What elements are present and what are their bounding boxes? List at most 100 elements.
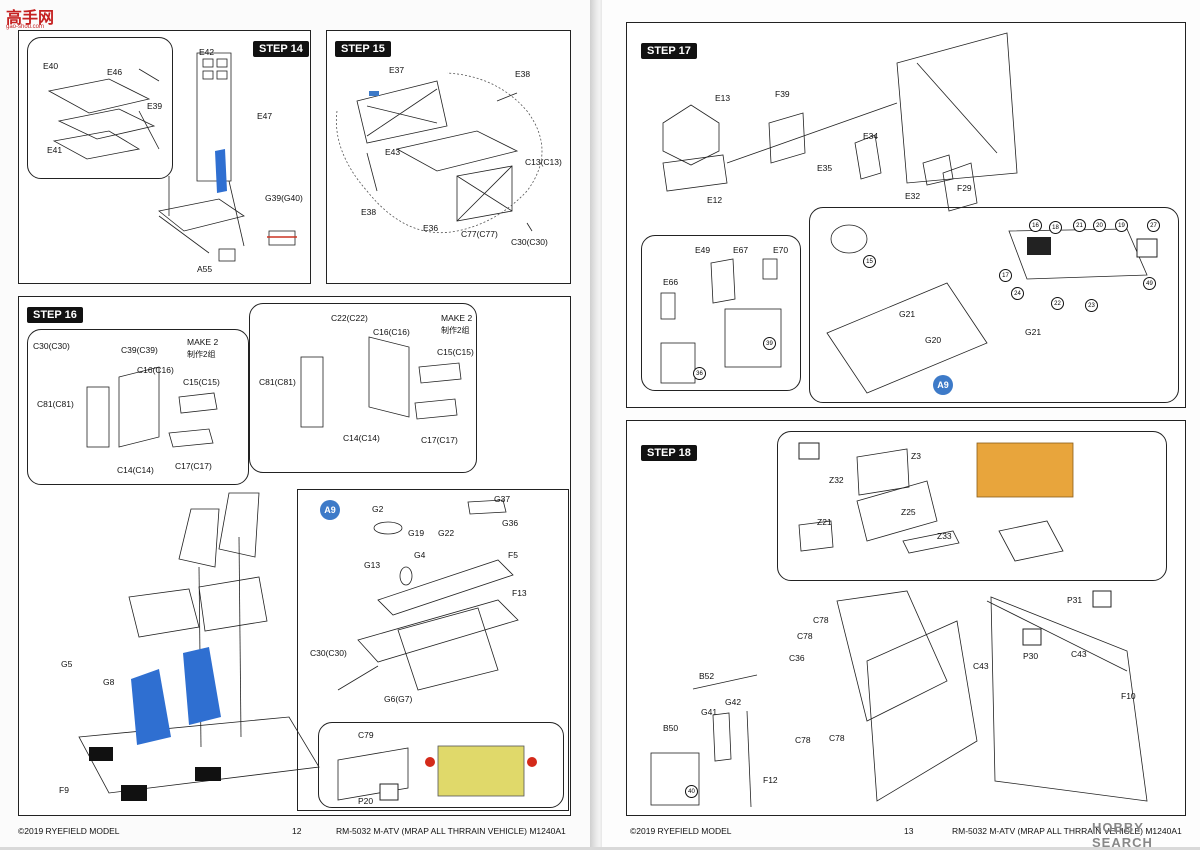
part-label: C39(C39) <box>121 345 158 355</box>
part-label: C14(C14) <box>117 465 154 475</box>
decal-number: 39 <box>763 337 776 350</box>
part-label: E32 <box>905 191 921 201</box>
decal-number: 49 <box>1143 277 1156 290</box>
part-label: Z32 <box>829 475 844 485</box>
part-label: C16(C16) <box>373 327 410 337</box>
part-label: C81(C81) <box>37 399 74 409</box>
part-label: C79 <box>358 730 374 740</box>
decal-number: 22 <box>1051 297 1064 310</box>
part-label: C30(C30) <box>310 648 347 658</box>
make-label-cn: 制作2组 <box>441 326 470 335</box>
step18-panel: STEP 18 Z3 Z32 <box>626 420 1186 816</box>
right-page: STEP 17 <box>602 0 1200 850</box>
decal-number: 20 <box>1093 219 1106 232</box>
part-label: E66 <box>663 277 679 287</box>
part-label: G8 <box>103 677 115 687</box>
step16-callout-left <box>27 329 249 485</box>
step18-drawing <box>650 442 1148 808</box>
part-label: G4 <box>414 550 426 560</box>
step18-callout <box>777 431 1167 581</box>
decal-number: 27 <box>1147 219 1160 232</box>
part-label: C78 <box>813 615 829 625</box>
decal-number: 23 <box>1085 299 1098 312</box>
part-label: E13 <box>715 93 731 103</box>
part-label: C78 <box>795 735 811 745</box>
a9-drawing <box>337 499 537 801</box>
part-label: G19 <box>408 528 425 538</box>
part-label: C30(C30) <box>33 341 70 351</box>
part-label: C78 <box>829 733 845 743</box>
part-label: G5 <box>61 659 73 669</box>
part-label: C15(C15) <box>183 377 220 387</box>
part-label: E38 <box>361 207 377 217</box>
part-label: A55 <box>197 264 213 274</box>
a9-marker: A9 <box>933 375 953 395</box>
part-label: E70 <box>773 245 789 255</box>
decal-number: 15 <box>863 255 876 268</box>
part-label: C14(C14) <box>343 433 380 443</box>
step17-callout-dash <box>809 207 1179 403</box>
part-label: E40 <box>43 61 59 71</box>
part-label: Z21 <box>817 517 832 527</box>
make-label: MAKE 2 <box>441 313 473 323</box>
footer-copyright: ©2019 RYEFIELD MODEL <box>630 826 732 836</box>
part-label: G39(G40) <box>265 193 303 203</box>
watermark-url: gao-shou.com <box>6 24 45 30</box>
part-label: B50 <box>663 723 679 733</box>
part-label: E38 <box>515 69 531 79</box>
part-label: E39 <box>147 101 163 111</box>
part-label: C16(C16) <box>137 365 174 375</box>
part-label: C77(C77) <box>461 229 498 239</box>
step17-drawing <box>660 32 1158 394</box>
step14-panel: STEP 14 E40 E46 E39 <box>18 30 311 284</box>
part-label: E46 <box>107 67 123 77</box>
part-label: E37 <box>389 65 405 75</box>
part-label: C13(C13) <box>525 157 562 167</box>
footer-title: RM-5032 M-ATV (MRAP ALL THRRAIN VEHICLE)… <box>336 826 566 836</box>
part-label: G2 <box>372 504 384 514</box>
part-label: G22 <box>438 528 455 538</box>
part-label: C43 <box>973 661 989 671</box>
step16-panel: STEP 16 A9 <box>18 296 571 816</box>
part-label: F39 <box>775 89 790 99</box>
part-label: C15(C15) <box>437 347 474 357</box>
part-label: E67 <box>733 245 749 255</box>
watermark-logo: 高手网 <box>6 10 55 27</box>
decal-number: 18 <box>1049 221 1062 234</box>
decal-number: 21 <box>1073 219 1086 232</box>
step17-panel: STEP 17 <box>626 22 1186 408</box>
part-label: F29 <box>957 183 972 193</box>
part-label: C81(C81) <box>259 377 296 387</box>
part-label: E41 <box>47 145 63 155</box>
part-label: E34 <box>863 131 879 141</box>
part-label: E43 <box>385 147 401 157</box>
part-label: C30(C30) <box>511 237 548 247</box>
part-label: F13 <box>512 588 527 598</box>
part-label: G13 <box>364 560 381 570</box>
part-label: E42 <box>199 47 215 57</box>
watermark-bottom-right: HOBBY SEARCH <box>1092 820 1153 850</box>
part-label: E12 <box>707 195 723 205</box>
part-label: B52 <box>699 671 715 681</box>
step15-drawing <box>336 72 543 234</box>
decal-number: 16 <box>1029 219 1042 232</box>
footer-title: RM-5032 M-ATV (MRAP ALL THRRAIN VEHICLE)… <box>952 826 1182 836</box>
part-label: P31 <box>1067 595 1083 605</box>
decal-number: 19 <box>1115 219 1128 232</box>
part-label: G37 <box>494 494 511 504</box>
make-label-cn: 制作2组 <box>187 350 216 359</box>
part-label: Z33 <box>937 531 952 541</box>
part-label: G41 <box>701 707 718 717</box>
part-label: E36 <box>423 223 439 233</box>
part-label: F10 <box>1121 691 1136 701</box>
part-label: G6(G7) <box>384 694 413 704</box>
part-label: C17(C17) <box>421 435 458 445</box>
part-label: E49 <box>695 245 711 255</box>
part-label: G21 <box>1025 327 1042 337</box>
part-label: E47 <box>257 111 273 121</box>
part-label: Z25 <box>901 507 916 517</box>
make-label: MAKE 2 <box>187 337 219 347</box>
step15-badge: STEP 15 <box>335 41 391 57</box>
part-label: C43 <box>1071 649 1087 659</box>
a9-marker: A9 <box>320 500 340 520</box>
